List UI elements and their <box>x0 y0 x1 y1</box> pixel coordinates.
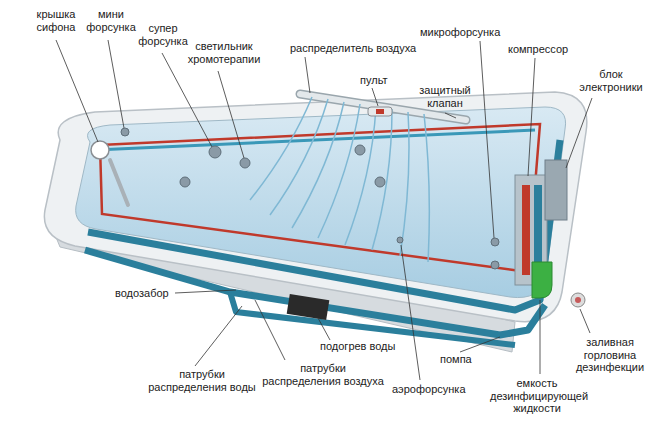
part-label: крышка сифона <box>30 8 82 33</box>
siphon-cover <box>91 141 109 159</box>
leader-line <box>580 309 590 333</box>
control-panel-button <box>376 109 384 114</box>
leader-line <box>162 53 212 147</box>
part-label: заливная горловина дезинфекции <box>574 336 646 374</box>
nozzle <box>355 145 365 155</box>
leader-line <box>255 300 285 360</box>
leader-line <box>460 337 500 352</box>
leader-line <box>401 245 420 380</box>
air-hose <box>372 109 392 250</box>
water-pipe <box>230 292 515 345</box>
part-label: пульт <box>360 74 388 87</box>
handle <box>110 160 128 205</box>
leader-line <box>175 290 236 293</box>
control-panel <box>368 107 392 116</box>
leader-line <box>305 57 310 93</box>
nozzle <box>240 158 250 168</box>
air-hose <box>400 112 409 256</box>
air-hose <box>250 97 312 200</box>
part-label: светильник хромотерапии <box>182 40 266 65</box>
nozzle <box>121 128 129 136</box>
heater-block <box>287 294 330 320</box>
air-hose <box>318 104 360 238</box>
part-label: подогрев воды <box>320 340 395 353</box>
part-label: супер форсунка <box>134 22 192 47</box>
filler-cap <box>571 293 585 307</box>
part-label: микрофорсунка <box>420 26 500 39</box>
nozzle <box>397 237 403 243</box>
part-label: компрессор <box>508 43 568 56</box>
leader-line <box>108 40 124 128</box>
part-label: аэрофорсунка <box>392 383 466 396</box>
part-label: патрубки распределения воды <box>148 368 256 393</box>
air-pipe <box>95 130 535 150</box>
electronics-box <box>545 160 567 220</box>
part-label: мини форсунка <box>82 8 140 33</box>
tub-rim <box>44 92 586 322</box>
nozzle <box>375 177 385 187</box>
part-label: защитный клапан <box>412 84 478 109</box>
leader-line <box>195 306 242 366</box>
leader-line <box>56 40 98 142</box>
leader-line <box>218 71 244 158</box>
air-hose <box>270 99 328 215</box>
air-hose <box>345 107 376 245</box>
nozzle <box>180 177 190 187</box>
leader-line <box>445 113 456 118</box>
leader-lines <box>56 40 592 380</box>
leader-line <box>566 98 592 168</box>
filler-cap-center <box>575 297 581 303</box>
disinfection-tank <box>532 262 552 298</box>
nozzle <box>209 146 221 158</box>
leader-line <box>318 318 330 340</box>
part-label: распределитель воздуха <box>290 42 416 55</box>
air-hose <box>424 114 429 262</box>
leader-line <box>540 300 541 374</box>
pipe-riser <box>522 185 530 275</box>
part-label: блок электроники <box>576 68 646 93</box>
nozzles <box>121 128 499 269</box>
leader-line <box>528 58 535 176</box>
part-label: помпа <box>440 353 472 366</box>
part-label: водозабор <box>115 287 169 300</box>
leader-line <box>372 88 378 106</box>
air-hoses <box>250 97 429 262</box>
nozzle <box>491 238 499 246</box>
part-label: патрубки распределения воздуха <box>262 362 384 387</box>
nozzle <box>491 261 499 269</box>
air-hose <box>292 102 344 228</box>
part-label: емкость дезинфицирующей жидкости <box>490 377 584 415</box>
leader-line <box>480 41 494 238</box>
